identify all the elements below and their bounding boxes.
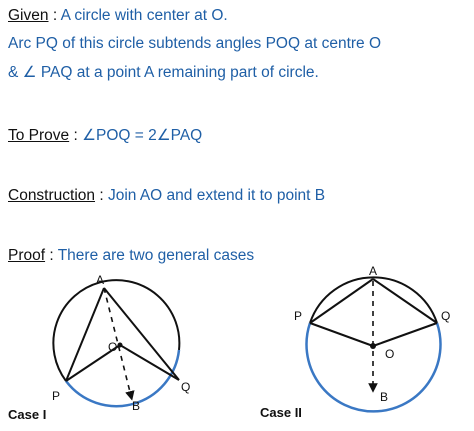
given-line-1: Given : A circle with center at O. <box>8 6 228 26</box>
case-2-chord-aq <box>372 278 438 324</box>
case-1-center-dot <box>117 342 123 348</box>
construction-text: Join AO and extend it to point B <box>107 187 326 204</box>
case-2-center-dot <box>370 343 376 349</box>
case-1-label-a: A <box>96 273 104 287</box>
case-1-arc-pq <box>65 349 181 408</box>
case-1-label: Case I <box>8 407 46 422</box>
case-1-label-q: Q <box>181 380 190 394</box>
case-2-label-p: P <box>294 309 302 323</box>
proof-heading: Proof <box>8 247 46 264</box>
case-1-chord-aq <box>103 287 180 381</box>
case-2-label: Case II <box>260 405 302 420</box>
given-text-3: & ∠ PAQ at a point A remaining part of c… <box>8 64 319 81</box>
case-1-dashed-aob <box>103 287 135 401</box>
given-text-1: A circle with center at O. <box>60 7 228 24</box>
given-text-2: Arc PQ of this circle subtends angles PO… <box>8 35 382 52</box>
construction-heading: Construction <box>8 187 96 204</box>
to-prove-separator: : <box>73 127 78 144</box>
case-2-figure: A O P Q B Case II <box>260 264 450 420</box>
case-2-radius-op <box>309 322 374 347</box>
construction-line: Construction : Join AO and extend it to … <box>8 186 325 206</box>
case-1-radius-op <box>65 344 121 382</box>
case-1-figure: A O P Q B Case I <box>8 273 190 422</box>
given-heading: Given <box>8 7 49 24</box>
construction-separator: : <box>99 187 104 204</box>
geometry-figures: A O P Q B Case I A O P Q B Case II <box>8 264 450 422</box>
proof-text: There are two general cases <box>57 247 255 264</box>
case-1-chord-ap <box>65 287 105 382</box>
case-1-label-b: B <box>132 399 140 413</box>
case-2-label-a: A <box>369 264 377 278</box>
proof-line: Proof : There are two general cases <box>8 246 254 266</box>
case-2-label-b: B <box>380 390 388 404</box>
to-prove-line: To Prove : ∠POQ = 2∠PAQ <box>8 126 202 146</box>
case-2-arc-pq <box>305 322 442 413</box>
case-1-label-o: O <box>108 340 117 354</box>
to-prove-text: ∠POQ = 2∠PAQ <box>82 127 203 144</box>
given-separator: : <box>52 7 58 24</box>
case-2-label-o: O <box>385 347 394 361</box>
to-prove-heading: To Prove <box>8 127 70 144</box>
case-1-label-p: P <box>52 389 60 403</box>
case-2-label-q: Q <box>441 309 450 323</box>
case-2-radius-oq <box>372 322 438 347</box>
case-2-chord-ap <box>309 278 374 324</box>
case-1-circle-major-arc <box>52 279 181 382</box>
proof-separator: : <box>49 247 54 264</box>
case-1-radius-oq <box>119 344 180 381</box>
case-2-circle-major-arc <box>309 276 438 324</box>
